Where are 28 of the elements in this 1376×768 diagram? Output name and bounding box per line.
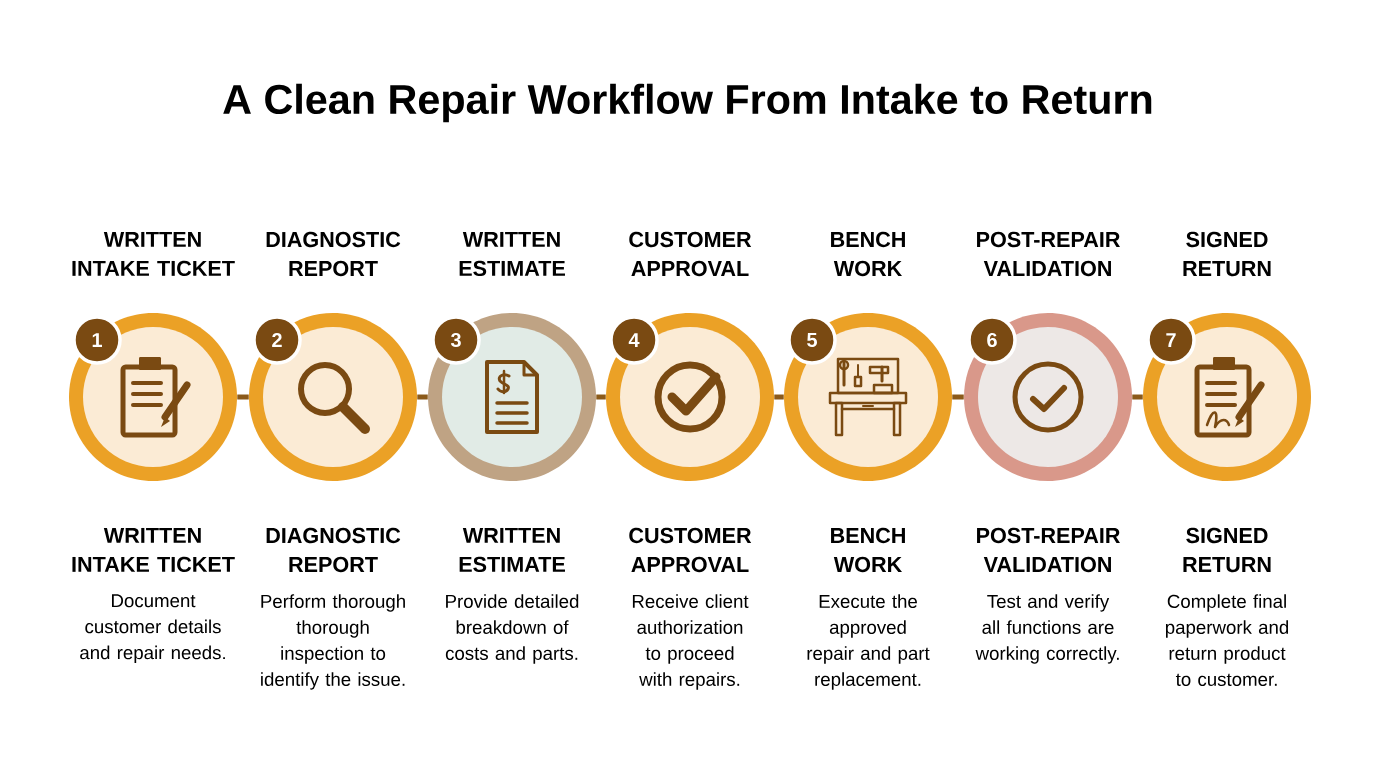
step-description: Receive client authorization to proceed with repairs.: [632, 594, 749, 690]
step-heading: WRITTEN ESTIMATE: [459, 231, 565, 277]
step-description: Execute the approved repair and part replacement.: [807, 594, 930, 690]
step-heading: POST-REPAIR VALIDATION: [977, 527, 1120, 573]
step-heading: POST-REPAIR VALIDATION: [977, 231, 1120, 277]
step-heading: SIGNED RETURN: [1183, 527, 1271, 573]
step-description: Document customer details and repair needs.: [80, 594, 225, 663]
connector-line: [417, 394, 428, 400]
step-description: Test and verify all functions are working correctly.: [975, 594, 1119, 664]
connector-line: [952, 394, 964, 400]
step-heading: DIAGNOSTIC REPORT: [266, 231, 401, 277]
step-heading: WRITTEN ESTIMATE: [459, 527, 565, 573]
title: A Clean Repair Workflow From Intake to Return: [223, 83, 1152, 123]
connector-line: [774, 394, 784, 400]
step-heading: WRITTEN INTAKE TICKET: [72, 231, 235, 277]
step-heading: BENCH WORK: [831, 231, 905, 277]
step-description: Provide detailed breakdown of costs and parts.: [445, 594, 579, 664]
step-heading: CUSTOMER APPROVAL: [629, 231, 752, 277]
step-heading: DIAGNOSTIC REPORT: [266, 527, 401, 573]
step-description: Complete final paperwork and return product to customer.: [1165, 594, 1289, 686]
connector-line: [1132, 394, 1143, 400]
step-description: Perform thorough thorough inspection to identify the issue.: [261, 594, 405, 690]
step-heading: BENCH WORK: [831, 527, 905, 573]
connector-line: [237, 394, 249, 400]
step-heading: WRITTEN INTAKE TICKET: [72, 527, 235, 573]
step-heading: CUSTOMER APPROVAL: [629, 527, 752, 573]
connector-line: [596, 394, 606, 400]
step-heading: SIGNED RETURN: [1183, 231, 1271, 277]
